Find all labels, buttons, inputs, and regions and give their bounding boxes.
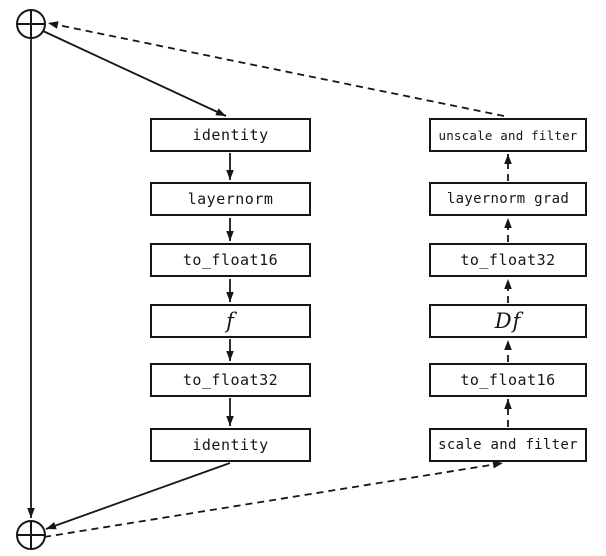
node-backward-df: Df [429,304,587,338]
node-label: layernorm [187,190,274,208]
edge-sum-to-identity [42,30,227,117]
node-label: identity [192,126,269,144]
node-forward-identity-bottom: identity [150,428,311,462]
sum-node-top-icon [16,9,46,39]
sum-node-bottom-icon [16,520,46,550]
edge-unscale-to-sum-top [47,21,505,117]
node-backward-to-float32: to_float32 [429,243,587,277]
node-backward-scale-and-filter: scale and filter [429,428,587,462]
node-backward-layernorm-grad: layernorm grad [429,182,587,216]
edge-sum-bottom-to-scale [43,460,504,538]
node-label: identity [192,436,269,454]
node-label: to_float16 [460,371,556,389]
node-forward-f: f [150,304,311,338]
node-forward-layernorm: layernorm [150,182,311,216]
node-label: to_float32 [182,371,279,389]
node-label: scale and filter [438,437,578,453]
node-forward-identity-top: identity [150,118,311,152]
node-label-math-df: Df [494,309,522,333]
node-forward-to-float32: to_float32 [150,363,311,397]
edge-identity-to-sum-bottom [45,462,231,530]
node-backward-unscale-and-filter: unscale and filter [429,118,587,152]
node-label: to_float32 [460,251,556,269]
node-label: unscale and filter [438,127,578,143]
node-backward-to-float16: to_float16 [429,363,587,397]
node-forward-to-float16: to_float16 [150,243,311,277]
node-label: layernorm grad [446,191,570,207]
node-label-math-f: f [226,309,235,333]
node-label: to_float16 [182,251,279,269]
